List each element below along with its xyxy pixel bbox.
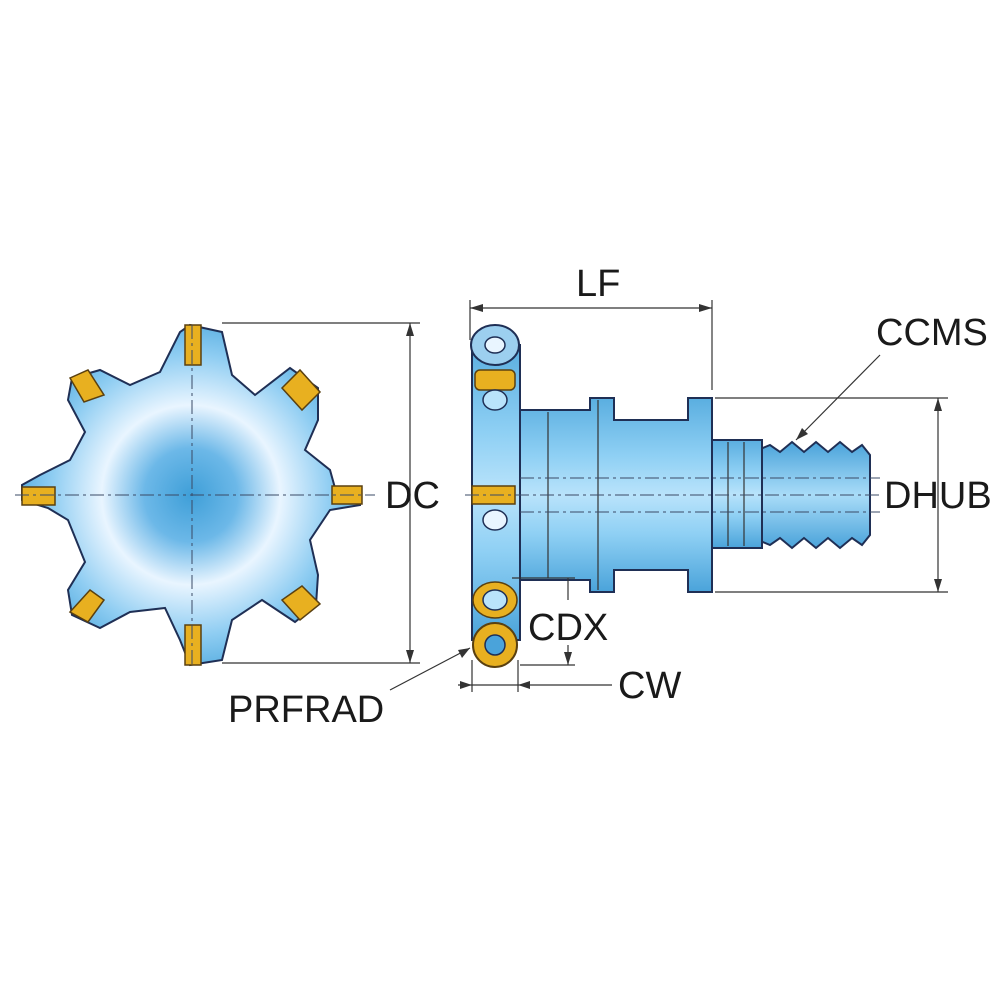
cdx-dimension: CDX — [512, 577, 608, 666]
insert-lower-left — [68, 589, 106, 623]
shank-neck — [711, 439, 763, 549]
dc-dimension: DC — [222, 322, 440, 664]
cw-label: CW — [618, 665, 681, 707]
front-view — [15, 323, 375, 668]
prfrad-label: PRFRAD — [228, 689, 384, 731]
insert-left — [21, 486, 56, 506]
side-view — [465, 324, 880, 668]
cdx-label: CDX — [528, 607, 608, 649]
insert-upper-right — [280, 368, 322, 412]
dhub-dimension: DHUB — [715, 397, 992, 593]
insert-bottom — [184, 624, 202, 666]
threaded-shank — [757, 440, 871, 550]
insert-top — [184, 324, 202, 366]
ccms-leader: CCMS — [795, 312, 988, 441]
dhub-label: DHUB — [884, 475, 992, 517]
top-insert-side — [474, 369, 516, 391]
dc-label: DC — [385, 475, 440, 517]
prfrad-leader: PRFRAD — [228, 647, 471, 731]
lf-label: LF — [576, 263, 620, 305]
cw-dimension: CW — [458, 660, 681, 707]
insert-lower-right — [280, 585, 322, 622]
insert-upper-left — [68, 369, 106, 403]
lf-dimension: LF — [469, 263, 713, 390]
ccms-label: CCMS — [876, 312, 988, 354]
